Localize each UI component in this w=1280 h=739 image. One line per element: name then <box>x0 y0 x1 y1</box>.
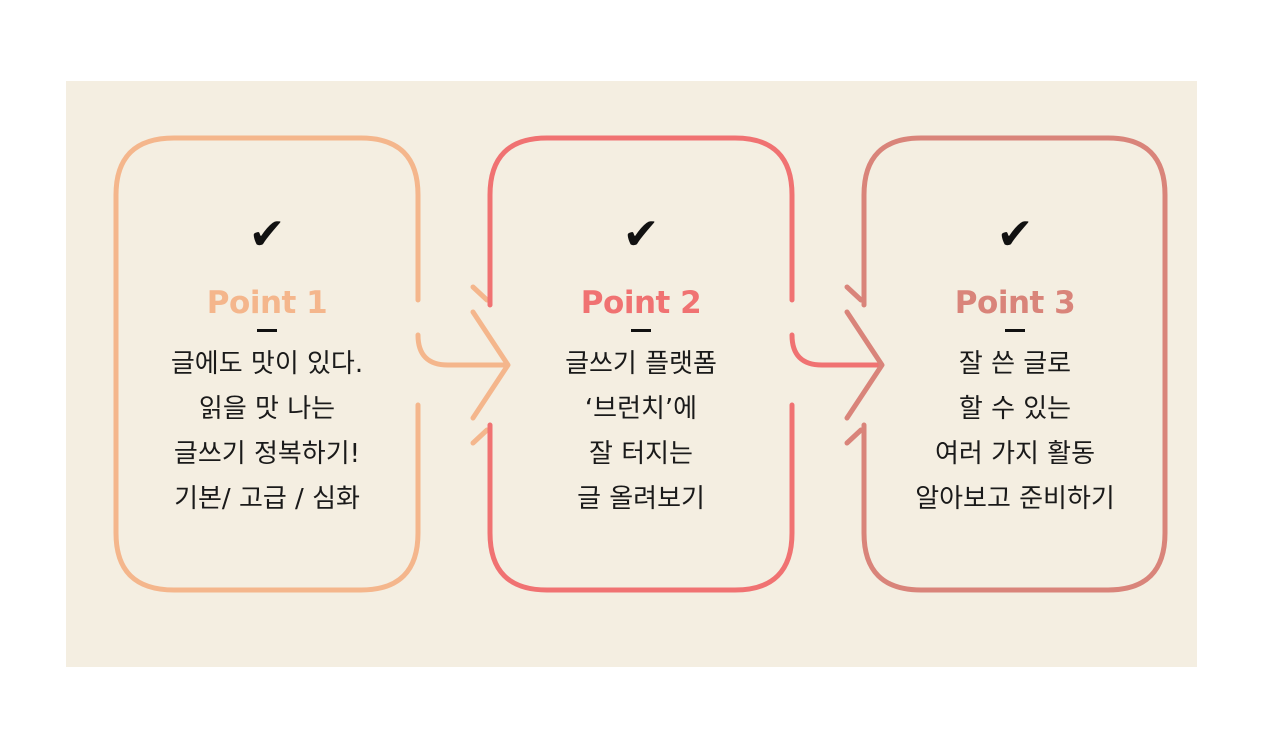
connector-2-arrowhead <box>844 284 885 446</box>
card-2-title: Point 2 <box>580 285 702 321</box>
card-3-line-1: 잘 쓴 글로 <box>958 349 1072 379</box>
card-1-title: Point 1 <box>206 285 328 321</box>
card-3-outline <box>861 135 1168 593</box>
card-3-title: Point 3 <box>954 285 1076 321</box>
connector-1-arrowhead <box>470 284 511 446</box>
check-icon: ✔ <box>996 209 1034 260</box>
card-3-line-3: 여러 가지 활동 <box>934 439 1096 469</box>
card-2-divider <box>631 329 651 332</box>
card-3-line-2: 할 수 있는 <box>958 394 1072 424</box>
card-3-divider <box>1005 329 1025 332</box>
card-2-line-2: ‘브런치’에 <box>584 394 698 424</box>
card-2-line-4: 글 올려보기 <box>577 484 705 514</box>
card-1-line-4: 기본/ 고급 / 심화 <box>174 484 360 514</box>
card-2-outline <box>487 135 795 308</box>
card-2-line-1: 글쓰기 플랫폼 <box>565 349 717 379</box>
card-3: ✔ Point 3 잘 쓴 글로 할 수 있는 여러 가지 활동 알아보고 준비… <box>865 205 1165 522</box>
card-1-line-2: 읽을 맛 나는 <box>198 394 336 424</box>
connector-1-line <box>415 332 508 368</box>
check-icon: ✔ <box>248 209 286 260</box>
card-2: ✔ Point 2 글쓰기 플랫폼 ‘브런치’에 잘 터지는 글 올려보기 <box>491 205 791 522</box>
card-1-outline <box>113 135 421 593</box>
card-2-outline-bottom <box>487 402 795 593</box>
diagram-background <box>66 81 1197 667</box>
card-2-line-3: 잘 터지는 <box>589 439 693 469</box>
card-1-line-3: 글쓰기 정복하기! <box>173 439 361 469</box>
connector-2-line <box>789 332 881 368</box>
card-3-line-4: 알아보고 준비하기 <box>915 484 1115 514</box>
card-1-divider <box>257 329 277 332</box>
card-1-line-1: 글에도 맛이 있다. <box>170 349 364 379</box>
check-icon: ✔ <box>622 209 660 260</box>
card-1: ✔ Point 1 글에도 맛이 있다. 읽을 맛 나는 글쓰기 정복하기! 기… <box>117 205 417 522</box>
